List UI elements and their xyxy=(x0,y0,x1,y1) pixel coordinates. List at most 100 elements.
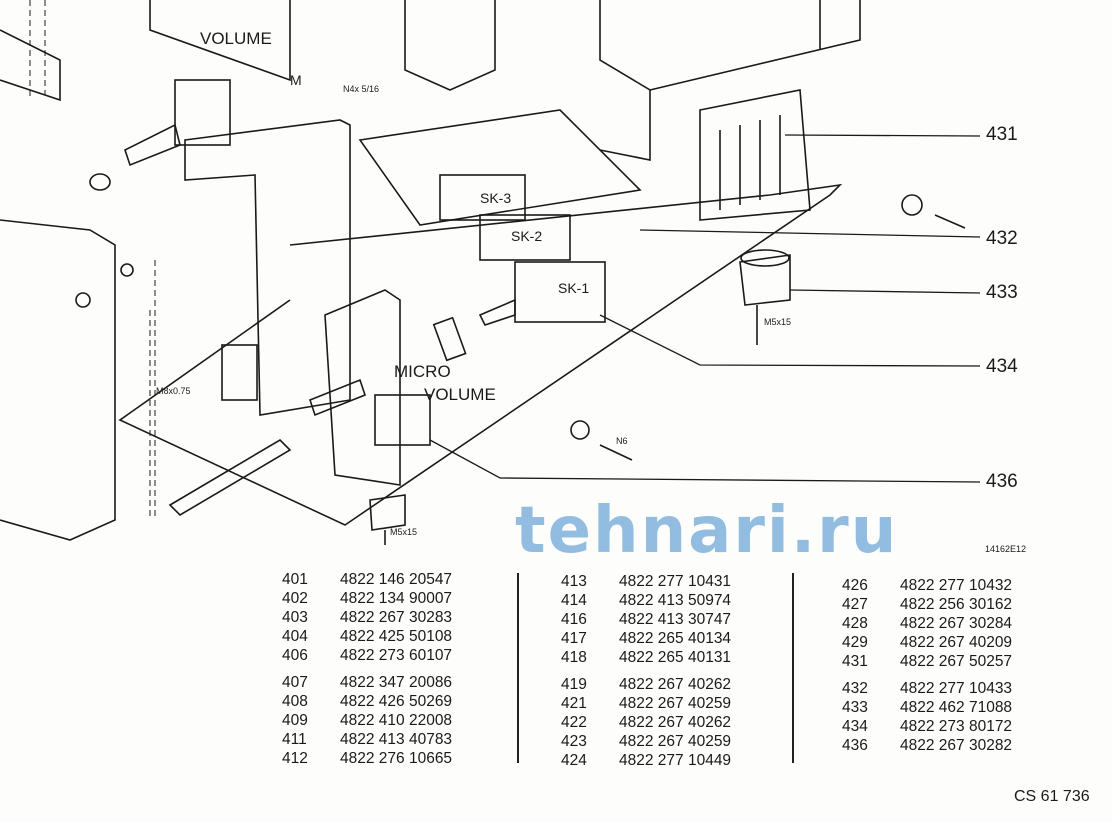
part-code: 4822 267 40259 xyxy=(619,733,732,750)
part-code: 4822 267 40259 xyxy=(619,695,732,712)
part-code: 4822 277 10449 xyxy=(619,752,732,769)
switch-sk3 xyxy=(439,174,526,221)
label-volume: VOLUME xyxy=(200,29,272,48)
parts-list-row: 427 4822 256 30162 xyxy=(842,595,1012,614)
position-number: 433 xyxy=(842,699,868,716)
chassis-plate xyxy=(118,183,843,526)
callout-436: 436 xyxy=(986,471,1018,492)
micro-volume-bracket xyxy=(324,289,401,486)
position-number: 406 xyxy=(282,647,308,664)
position-number: 413 xyxy=(561,573,587,590)
switch-sk1 xyxy=(514,261,606,323)
position-number: 401 xyxy=(282,571,308,588)
position-number: 419 xyxy=(561,676,587,693)
parts-list-row: 406 4822 273 60107 xyxy=(282,646,452,665)
part-code: 4822 267 30283 xyxy=(340,609,453,626)
parts-list-row: 429 4822 267 40209 xyxy=(842,633,1012,652)
part-code: 4822 413 40783 xyxy=(340,731,453,748)
part-code: 4822 273 60107 xyxy=(340,647,453,664)
label-micro-volume: VOLUME xyxy=(424,385,496,404)
part-code: 4822 426 50269 xyxy=(340,693,453,710)
bracket xyxy=(184,119,351,416)
parts-list-row: 402 4822 134 90007 xyxy=(282,589,452,608)
part-code: 4822 277 10431 xyxy=(619,573,732,590)
parts-list-row: 416 4822 413 30747 xyxy=(561,610,731,629)
part-code: 4822 267 40209 xyxy=(900,634,1013,651)
part-code: 4822 276 10665 xyxy=(340,750,453,767)
position-number: 409 xyxy=(282,712,308,729)
part-code: 4822 347 20086 xyxy=(340,674,453,691)
row-gap xyxy=(842,671,1012,679)
part-code: 4822 410 22008 xyxy=(340,712,453,729)
column-divider xyxy=(792,573,794,763)
parts-list-row: 419 4822 267 40262 xyxy=(561,675,731,694)
label-m8: M8x0.75 xyxy=(156,386,191,396)
part-code: 4822 265 40134 xyxy=(619,630,732,647)
drawing-number: 14162E12 xyxy=(985,544,1027,554)
part-code: 4822 413 30747 xyxy=(619,611,732,628)
position-number: 402 xyxy=(282,590,308,607)
label-m5-right: M5x15 xyxy=(764,317,792,327)
volume-panel xyxy=(149,0,291,82)
part-code: 4822 267 40262 xyxy=(619,676,732,693)
position-number: 407 xyxy=(282,674,308,691)
parts-list-row: 424 4822 277 10449 xyxy=(561,751,731,770)
part-code: 4822 277 10433 xyxy=(900,680,1013,697)
column-divider xyxy=(517,573,519,763)
position-number: 408 xyxy=(282,693,308,710)
part-code: 4822 256 30162 xyxy=(900,596,1013,613)
callout-434: 434 xyxy=(986,356,1018,377)
part-code: 4822 425 50108 xyxy=(340,628,453,645)
label-n6: N6 xyxy=(616,436,628,446)
label-micro: MICRO xyxy=(394,362,451,381)
parts-list-row: 411 4822 413 40783 xyxy=(282,730,452,749)
parts-list-row: 436 4822 267 30282 xyxy=(842,736,1012,755)
position-number: 436 xyxy=(842,737,868,754)
part-code: 4822 413 50974 xyxy=(619,592,732,609)
part-code: 4822 277 10432 xyxy=(900,577,1013,594)
label-n4x: N4x 5/16 xyxy=(343,84,380,94)
callout-433: 433 xyxy=(986,282,1018,303)
position-number: 421 xyxy=(561,695,587,712)
volume-knob xyxy=(174,79,231,146)
part-code: 4822 273 80172 xyxy=(900,718,1013,735)
label-m5-bottom: M5x15 xyxy=(390,527,418,537)
position-number: 424 xyxy=(561,752,587,769)
part-code: 4822 265 40131 xyxy=(619,649,732,666)
position-number: 411 xyxy=(282,731,307,748)
row-gap xyxy=(282,665,452,673)
position-number: 403 xyxy=(282,609,308,626)
part-code: 4822 134 90007 xyxy=(340,590,453,607)
position-number: 416 xyxy=(561,611,587,628)
position-number: 429 xyxy=(842,634,868,651)
part-code: 4822 267 30282 xyxy=(900,737,1013,754)
position-number: 423 xyxy=(561,733,587,750)
label-m: M xyxy=(290,72,302,88)
position-number: 432 xyxy=(842,680,868,697)
part-code: 4822 267 50257 xyxy=(900,653,1013,670)
parts-list-row: 423 4822 267 40259 xyxy=(561,732,731,751)
label-sk2: SK-2 xyxy=(511,228,543,244)
foot-bottom xyxy=(369,494,406,531)
position-number: 427 xyxy=(842,596,868,613)
washer-432 xyxy=(901,194,923,216)
watermark: tehnari.ru xyxy=(515,494,899,568)
parts-list-row: 432 4822 277 10433 xyxy=(842,679,1012,698)
volume-shaft xyxy=(124,123,181,167)
label-sk3: SK-3 xyxy=(480,190,512,206)
